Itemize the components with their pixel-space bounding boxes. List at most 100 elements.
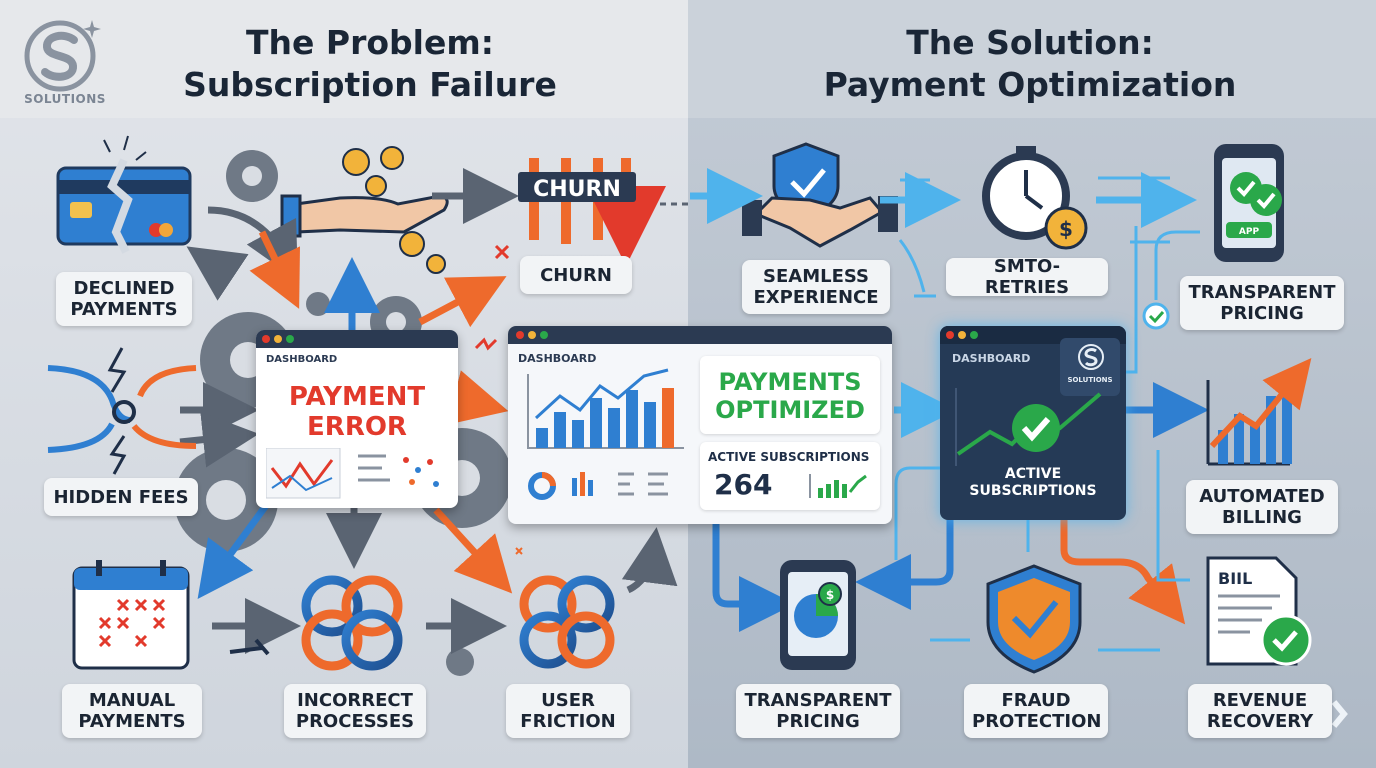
dashboard-charts-icon	[527, 368, 684, 500]
bill-text: BIIL	[1218, 569, 1252, 588]
fraud-shield-icon	[986, 564, 1082, 674]
automated-billing-line2: BILLING	[1222, 507, 1302, 528]
hand-coins-icon	[280, 146, 449, 274]
problem-header-band	[0, 0, 688, 118]
window-dot	[970, 331, 978, 339]
active-subscriptions-window: DASHBOARD SOLUTIONS ACTIVE SUBSCRIPTIONS	[940, 326, 1126, 520]
success-chart-icon	[955, 388, 1102, 466]
smto-retries-label: SMTO-RETRIES	[946, 256, 1108, 298]
window-titlebar	[256, 330, 458, 348]
logo-text: SOLUTIONS	[24, 92, 106, 106]
mini-growth-chart-icon	[809, 474, 867, 498]
payment-error-line1: PAYMENT	[288, 382, 426, 412]
payment-error-window: DASHBOARD PAYMENT ERROR	[256, 330, 458, 508]
calendar-icon	[72, 560, 190, 670]
center-dashboard-window: DASHBOARD PAYMENTS OPTIMIZED ACTIVE SUBS…	[508, 326, 892, 524]
fraud-protection-line1: FRAUD	[1001, 690, 1071, 711]
broken-cable-icon	[47, 365, 197, 453]
app-badge-text: APP	[1239, 227, 1260, 237]
solution-header-band	[688, 0, 1376, 118]
problem-title-line1: The Problem:	[246, 23, 494, 62]
seamless-experience-label: SEAMLESS EXPERIENCE	[742, 260, 890, 314]
tangled-links-icon	[519, 575, 615, 669]
user-friction-line1: USER	[541, 690, 595, 711]
phone-checks-icon	[1214, 144, 1284, 262]
incorrect-processes-line2: PROCESSES	[295, 711, 415, 732]
window-dot	[958, 331, 966, 339]
window-dot	[262, 335, 270, 343]
user-friction-label: USER FRICTION	[506, 684, 630, 738]
hidden-fees-text: HIDDEN FEES	[53, 486, 189, 508]
churn-sign-text: CHURN	[533, 177, 621, 202]
incorrect-processes-label: INCORRECT PROCESSES	[284, 684, 426, 738]
window-titlebar	[508, 326, 892, 344]
dashboard-logo-badge: SOLUTIONS	[1060, 338, 1120, 396]
window-dot	[528, 331, 536, 339]
active-subscriptions-line2: SUBSCRIPTIONS	[969, 483, 1097, 499]
active-subscriptions-line1: ACTIVE	[1004, 466, 1062, 482]
window-dot	[516, 331, 524, 339]
declined-payments-label: DECLINED PAYMENTS	[56, 272, 192, 326]
revenue-recovery-label: REVENUE RECOVERY	[1188, 684, 1332, 738]
revenue-recovery-line1: REVENUE	[1212, 690, 1308, 711]
window-dot	[286, 335, 294, 343]
transparent-pricing-bottom-label: TRANSPARENT PRICING	[736, 684, 900, 738]
payments-optimized-text: PAYMENTS OPTIMIZED	[700, 356, 880, 424]
transparent-pricing-bottom-line1: TRANSPARENT	[744, 690, 892, 711]
active-subscriptions-text: ACTIVE SUBSCRIPTIONS	[940, 466, 1126, 500]
solutions-logo-icon	[24, 20, 101, 92]
problem-title-line2: Subscription Failure	[183, 65, 557, 104]
revenue-recovery-line2: RECOVERY	[1206, 711, 1314, 732]
payment-error-text: PAYMENT ERROR	[256, 382, 458, 442]
stopwatch-icon	[982, 146, 1088, 250]
fraud-protection-line2: PROTECTION	[972, 711, 1102, 732]
handshake-shield-icon	[742, 142, 898, 248]
solutions-logo-icon	[1078, 344, 1104, 370]
transparent-pricing-top-label: TRANSPARENT PRICING	[1180, 276, 1344, 330]
manual-payments-line2: PAYMENTS	[78, 711, 186, 732]
solution-dashboard-title: DASHBOARD	[952, 352, 1031, 365]
phone-pie-chart-icon	[780, 560, 856, 670]
payments-optimized-line2: OPTIMIZED	[715, 396, 865, 424]
transparent-pricing-bottom-line2: PRICING	[776, 711, 860, 732]
user-friction-line2: FRICTION	[520, 711, 616, 732]
window-dot	[274, 335, 282, 343]
growth-chart-icon	[1206, 358, 1312, 466]
manual-payments-label: MANUAL PAYMENTS	[62, 684, 202, 738]
active-subscriptions-value: 264	[714, 468, 773, 501]
error-chart-icon	[266, 448, 439, 499]
seamless-experience-line1: SEAMLESS	[763, 266, 869, 287]
transparent-pricing-top-line2: PRICING	[1220, 303, 1304, 324]
error-dashboard-title: DASHBOARD	[266, 354, 338, 365]
churn-sign-icon	[518, 158, 636, 244]
payment-error-line2: ERROR	[307, 412, 407, 442]
automated-billing-line1: AUTOMATED	[1199, 486, 1325, 507]
center-dashboard-title: DASHBOARD	[518, 352, 597, 365]
fraud-protection-label: FRAUD PROTECTION	[964, 684, 1108, 738]
transparent-pricing-top-line1: TRANSPARENT	[1188, 282, 1336, 303]
window-dot	[540, 331, 548, 339]
hidden-fees-label: HIDDEN FEES	[44, 478, 198, 516]
dollar-coin-text: $	[1059, 217, 1073, 241]
smto-retries-text: SMTO-RETRIES	[984, 256, 1070, 298]
solution-title-line2: Payment Optimization	[823, 65, 1237, 104]
dashboard-logo-text: SOLUTIONS	[1067, 376, 1113, 384]
active-subscriptions-label: ACTIVE SUBSCRIPTIONS	[708, 450, 870, 464]
solution-title: The Solution: Payment Optimization	[760, 22, 1300, 106]
phone-dollar-text: $	[826, 588, 834, 602]
incorrect-processes-line1: INCORRECT	[297, 690, 413, 711]
automated-billing-label: AUTOMATED BILLING	[1186, 480, 1338, 534]
solution-title-line1: The Solution:	[906, 23, 1154, 62]
seamless-experience-line2: EXPERIENCE	[753, 287, 879, 308]
declined-payments-line2: PAYMENTS	[70, 299, 178, 320]
tangled-links-icon	[301, 575, 403, 671]
churn-label-text: CHURN	[540, 264, 612, 286]
broken-credit-card-icon	[56, 158, 192, 254]
bill-document-icon	[1206, 556, 1312, 666]
declined-payments-line1: DECLINED	[73, 278, 175, 299]
manual-payments-line1: MANUAL	[88, 690, 176, 711]
churn-label: CHURN	[520, 256, 632, 294]
payments-optimized-line1: PAYMENTS	[718, 368, 862, 396]
payments-optimized-card: PAYMENTS OPTIMIZED	[700, 356, 880, 434]
problem-title: The Problem: Subscription Failure	[110, 22, 630, 106]
